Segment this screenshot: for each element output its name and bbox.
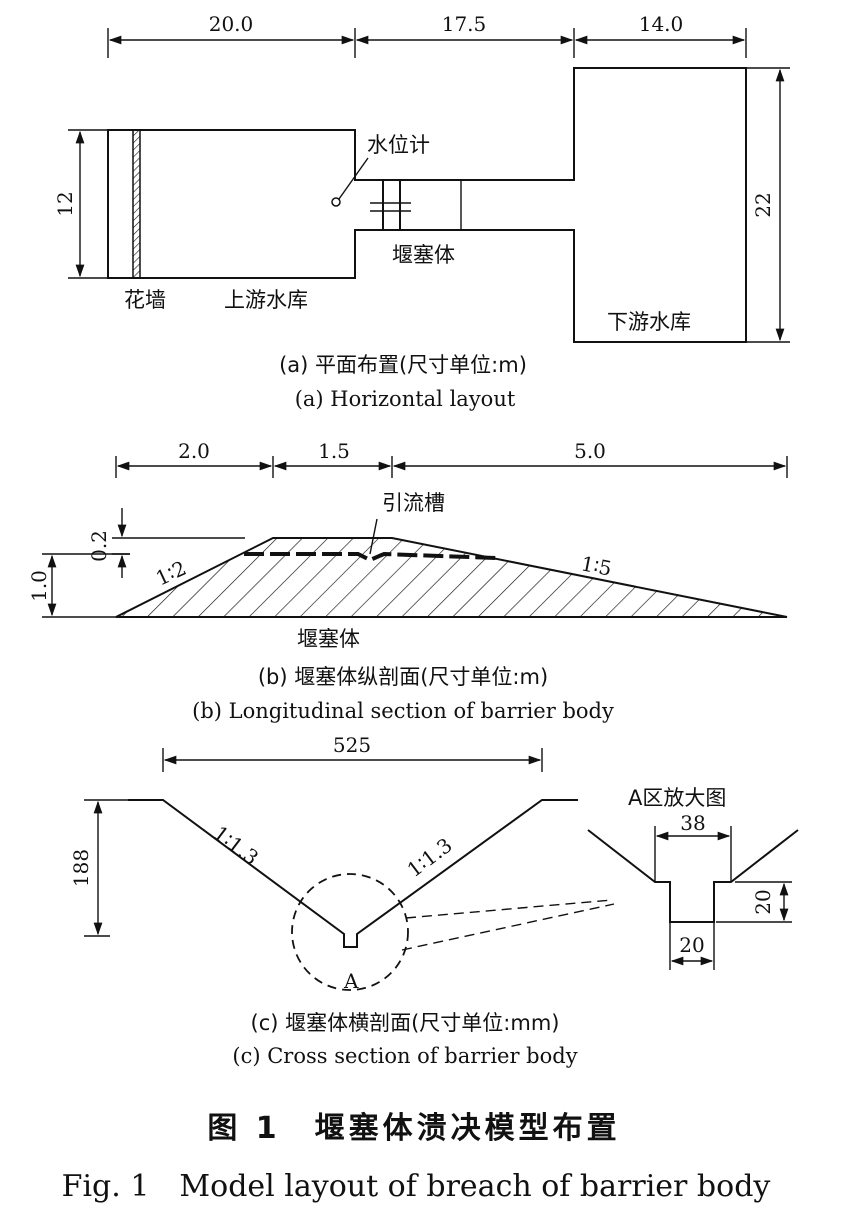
detail-dim-bottom: 20 [669, 922, 715, 970]
cross-section-profile [128, 799, 578, 948]
detail-dim-right: 20 [716, 881, 792, 923]
barrier-body-section [115, 537, 788, 618]
figure-title-cn: 图 1 堰塞体溃决模型布置 [207, 1111, 620, 1146]
dim-b-1-0: 1.0 [27, 570, 51, 602]
label-barrier-body-b: 堰塞体 [297, 627, 360, 651]
panel-c-cross-section: 525 188 1∶1.3 1∶1.3 A A区放大图 38 20 [69, 733, 799, 1068]
dim-c-525: 525 [333, 733, 371, 757]
dim-c-188: 188 [69, 849, 93, 887]
dimension-left: 12 [53, 129, 108, 279]
label-slope-left: 1∶1.3 [209, 821, 263, 870]
label-zone-a: A [343, 969, 359, 993]
label-diversion-channel: 引流槽 [382, 491, 445, 515]
dim-a-17-5: 17.5 [442, 12, 487, 36]
dim-detail-38: 38 [680, 811, 705, 835]
label-barrier-body-a: 堰塞体 [392, 243, 455, 267]
dimension-top-c: 525 [162, 733, 543, 772]
reservoir-outline [107, 67, 747, 343]
label-upstream-reservoir: 上游水库 [224, 288, 308, 312]
dim-b-5: 5.0 [574, 439, 606, 463]
dim-b-2: 2.0 [178, 439, 210, 463]
label-slope-1-5: 1∶5 [579, 551, 614, 580]
detail-dim-top: 38 [654, 811, 732, 882]
dim-a-14: 14.0 [639, 12, 684, 36]
zone-a-circle [291, 873, 409, 991]
perforated-wall [132, 129, 141, 279]
caption-a-cn: (a) 平面布置(尺寸单位:m) [279, 353, 527, 377]
dimension-top: 20.0 17.5 14.0 [107, 12, 747, 58]
label-detail-title: A区放大图 [628, 786, 726, 810]
water-gauge-icon [331, 157, 369, 207]
dimension-right: 22 [746, 67, 790, 343]
leader-line-2 [401, 903, 615, 951]
dim-a-22: 22 [751, 192, 775, 217]
panel-a-horizontal-layout: 20.0 17.5 14.0 12 22 [53, 12, 790, 411]
label-slope-right: 1∶1.3 [403, 833, 457, 882]
dimension-left-b: 0.2 1.0 [27, 508, 245, 618]
caption-c-cn: (c) 堰塞体横剖面(尺寸单位:mm) [251, 1011, 560, 1035]
figure-title-en: Fig. 1 Model layout of breach of barrier… [62, 1169, 771, 1204]
dim-a-20: 20.0 [209, 12, 254, 36]
caption-b-cn: (b) 堰塞体纵剖面(尺寸单位:m) [258, 665, 548, 689]
dimension-left-c: 188 [69, 799, 128, 937]
dimension-top-b: 2.0 1.5 5.0 [115, 439, 788, 478]
panel-b-longitudinal-section: 2.0 1.5 5.0 0.2 1.0 引流槽 1∶2 1∶5 堰塞体 (b) … [27, 439, 788, 723]
leader-line-1 [405, 899, 613, 919]
dim-detail-20-h: 20 [751, 889, 775, 914]
label-perforated-wall: 花墙 [124, 288, 166, 312]
dim-b-1-5: 1.5 [318, 439, 350, 463]
dim-detail-20-w: 20 [679, 933, 704, 957]
label-downstream-reservoir: 下游水库 [607, 310, 691, 334]
detail-profile [587, 829, 799, 923]
label-water-gauge: 水位计 [367, 133, 430, 157]
caption-c-en: (c) Cross section of barrier body [232, 1044, 577, 1068]
dim-a-12: 12 [53, 191, 77, 216]
caption-a-en: (a) Horizontal layout [295, 387, 516, 411]
caption-b-en: (b) Longitudinal section of barrier body [192, 699, 614, 723]
dim-b-0-2: 0.2 [87, 530, 111, 562]
